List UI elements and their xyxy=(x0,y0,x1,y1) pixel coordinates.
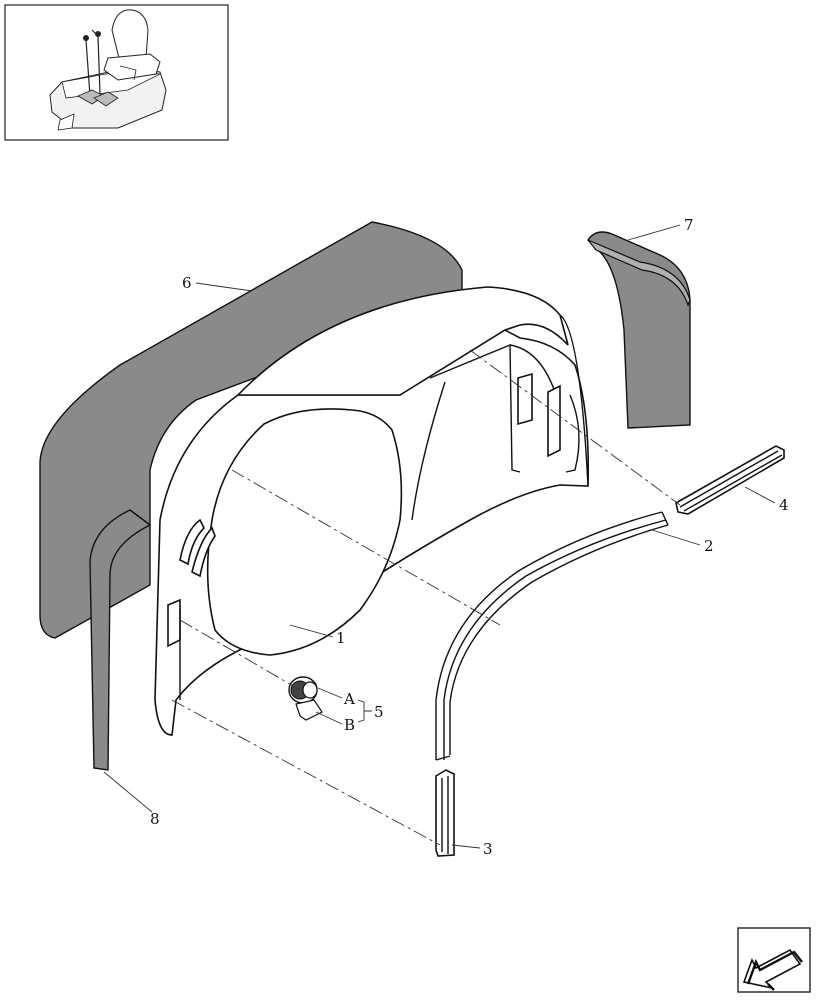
callout-1: 1 xyxy=(336,629,346,647)
callout-5: 5 xyxy=(374,703,384,721)
cab-frame-1[interactable] xyxy=(154,286,590,736)
callout-2: 2 xyxy=(704,537,714,555)
callout-3: 3 xyxy=(483,840,493,858)
callout-8: 8 xyxy=(150,810,160,828)
back-arrow-icon[interactable] xyxy=(737,927,811,993)
latch-assembly-5[interactable] xyxy=(288,676,323,721)
callout-6: 6 xyxy=(182,274,192,292)
curved-seal-strip-2[interactable] xyxy=(435,511,669,761)
callout-B: B xyxy=(344,716,355,734)
vertical-seal-strip-3[interactable] xyxy=(435,769,455,857)
right-side-panel-7[interactable] xyxy=(587,231,691,429)
leader-lines xyxy=(103,224,776,849)
callout-4: 4 xyxy=(779,496,789,514)
straight-seal-strip-4[interactable] xyxy=(675,445,785,515)
alignment-lines xyxy=(171,349,681,846)
callout-A: A xyxy=(343,690,355,708)
machine-overview-icon[interactable] xyxy=(4,4,229,141)
callout-7: 7 xyxy=(684,216,694,234)
left-trim-strip-8[interactable] xyxy=(89,509,152,771)
